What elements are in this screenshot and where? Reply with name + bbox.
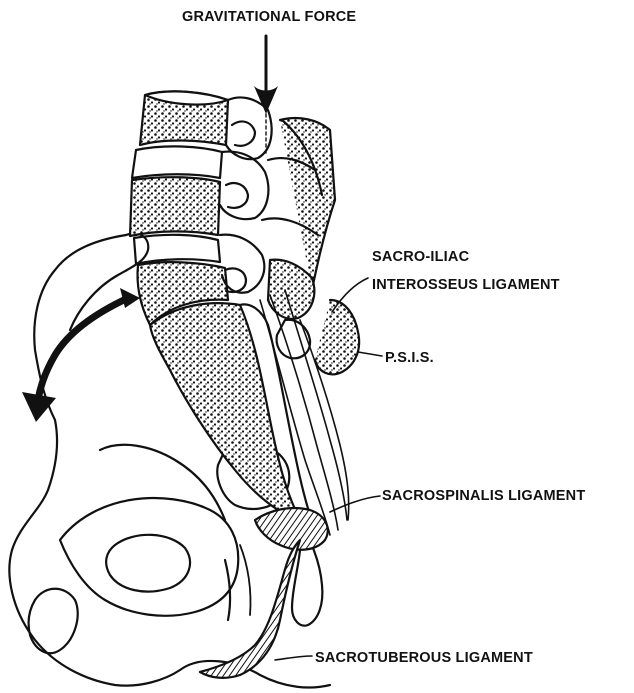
rotation-arrow-body (38, 298, 128, 400)
sacrotuberous-label: SACROTUBEROUS LIGAMENT (315, 650, 533, 666)
sacrotuberous-leader (275, 656, 312, 660)
sacrospinous-ligament (255, 508, 328, 550)
rotation-arrowhead (22, 392, 56, 422)
sacroiliac-label-line2: INTEROSSEUS LIGAMENT (372, 277, 560, 293)
sacrospinalis-label: SACROSPINALIS LIGAMENT (382, 488, 585, 504)
psis-label: P.S.I.S. (385, 350, 434, 366)
acetabulum (29, 589, 78, 653)
psis-bone (315, 300, 359, 374)
obturator-foramen (106, 535, 190, 592)
disc-l4-l5 (132, 146, 222, 178)
gravitational-force-label: GRAVITATIONAL FORCE (182, 9, 356, 25)
sacroiliac-label-line1: SACRO-ILIAC (372, 249, 469, 265)
vertebra-l5 (130, 177, 220, 236)
psis-leader (358, 352, 382, 356)
pelvic-inner-curve (60, 498, 238, 616)
sacrospinalis-leader (330, 496, 380, 512)
